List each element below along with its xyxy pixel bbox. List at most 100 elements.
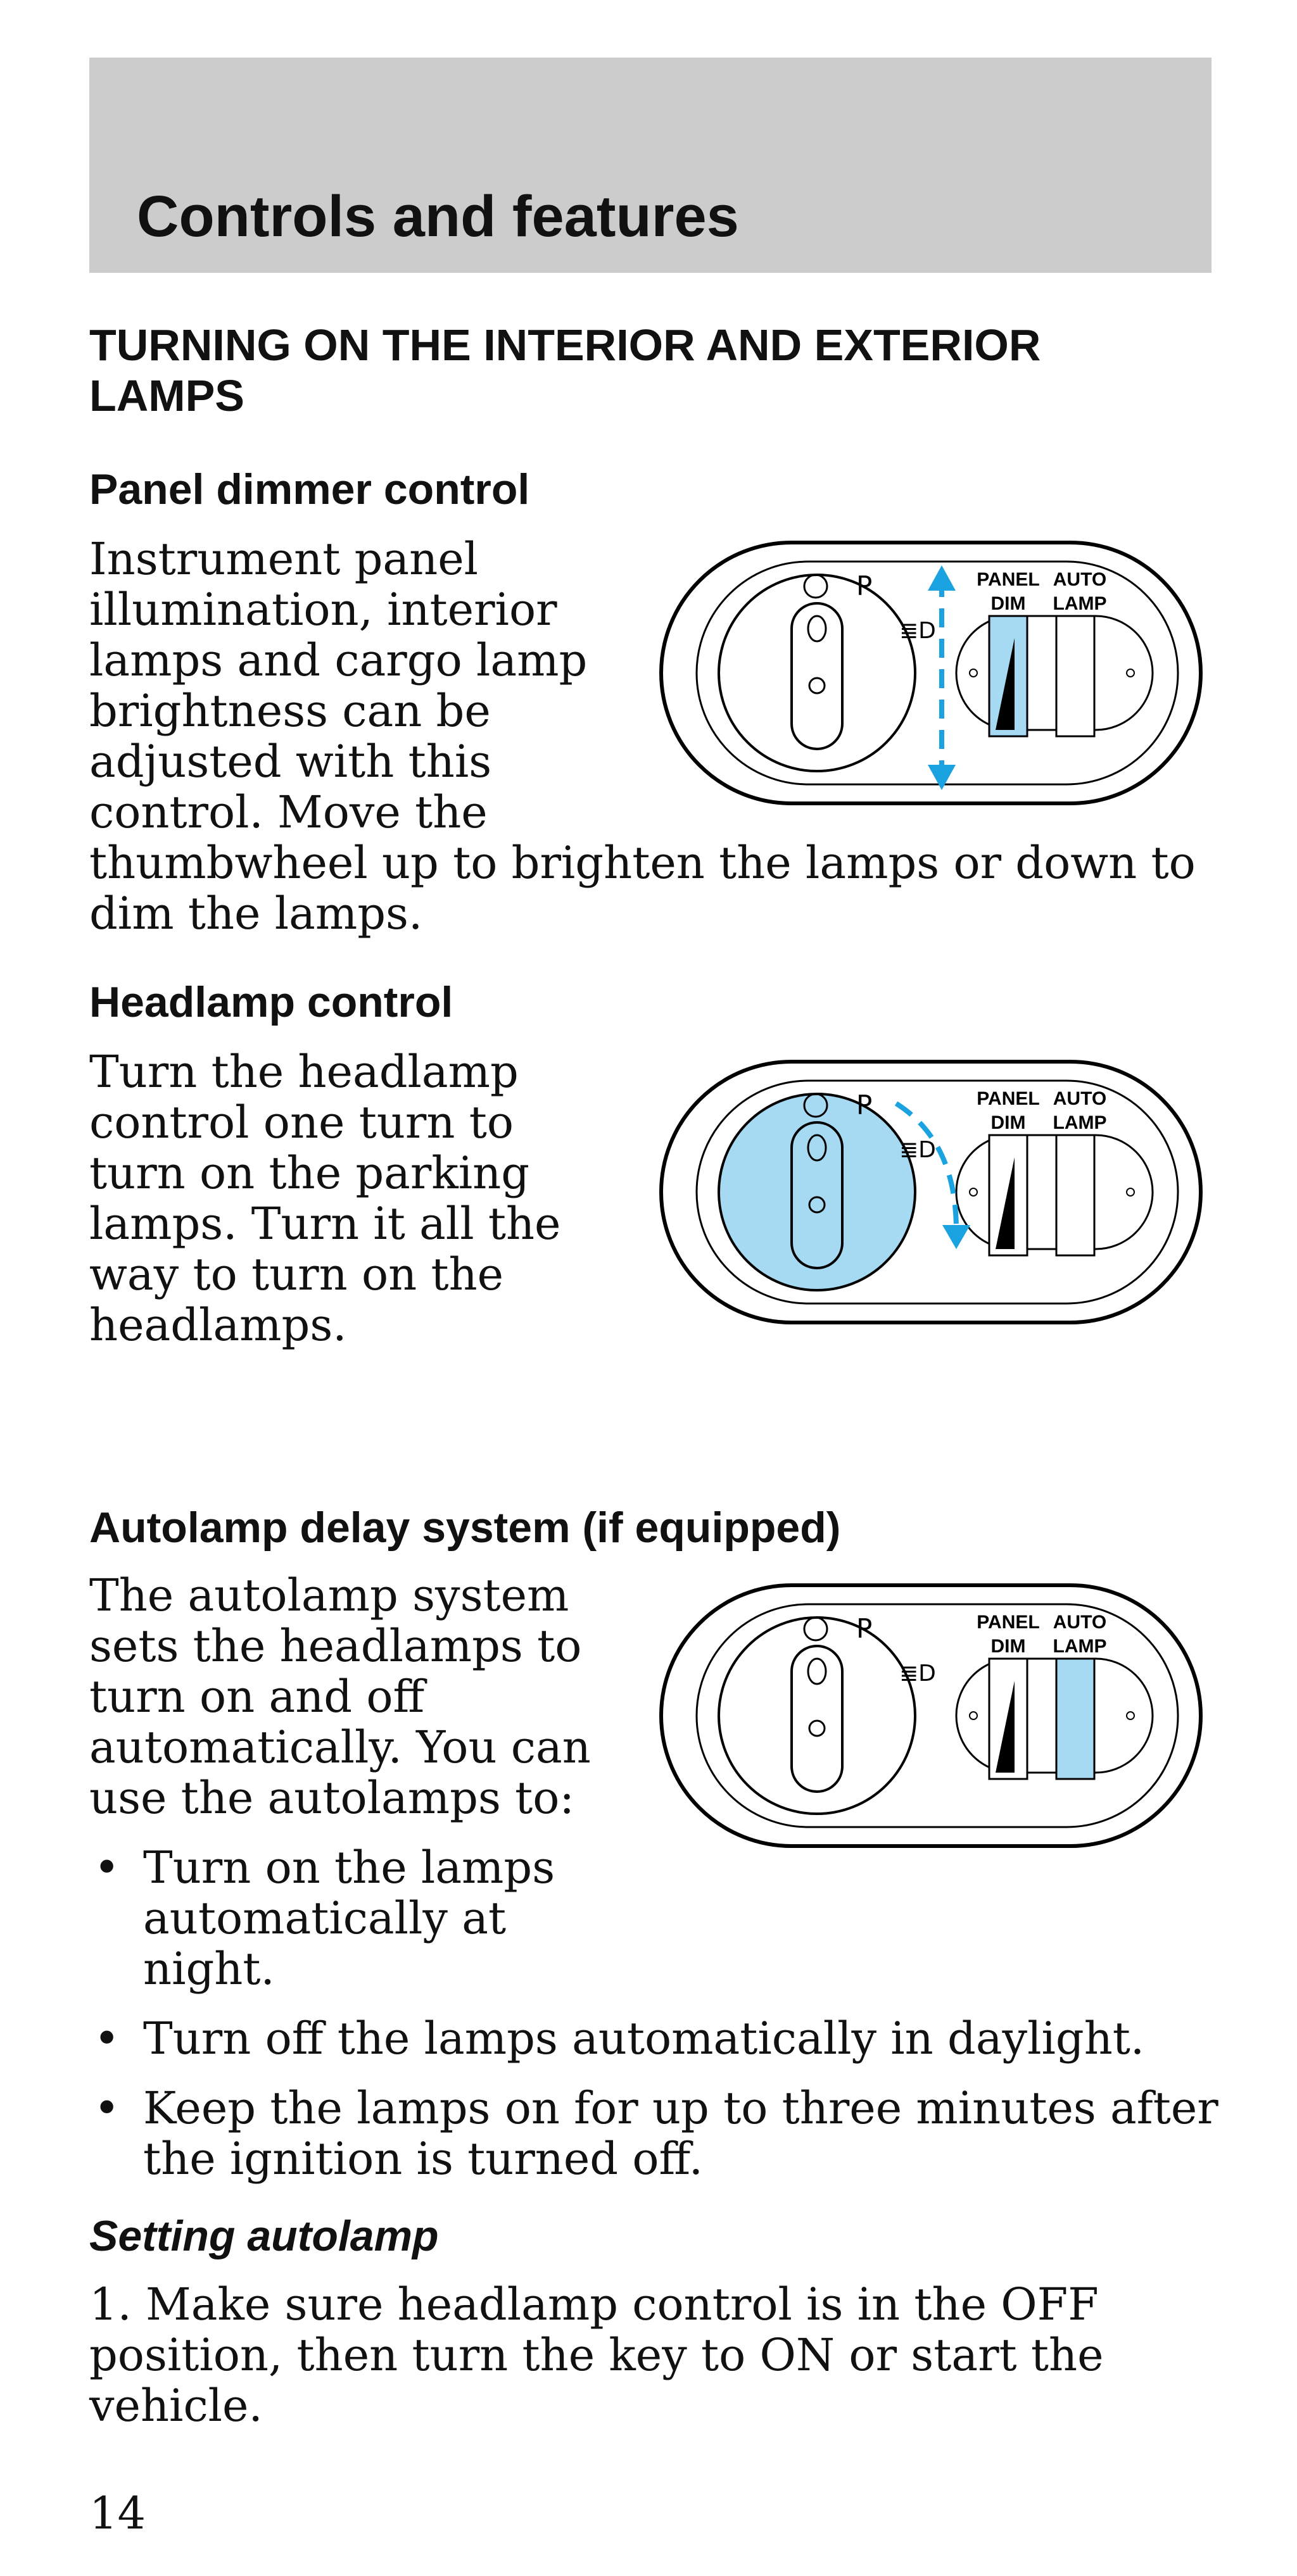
list-item: Keep the lamps on for up to three minute… (143, 2083, 1218, 2184)
text-line: thumbwheel up to brighten the lamps or d… (89, 837, 1196, 889)
lamp-label: LAMP (1053, 1636, 1107, 1657)
autolamp-max-dot (1126, 1711, 1135, 1720)
panel-dim-ramp (996, 638, 1015, 730)
knob-grip (790, 1121, 844, 1269)
autolamp-heading: Autolamp delay system (if equipped) (89, 1504, 841, 1552)
headlamp-icon: ≣D (899, 618, 936, 644)
text-line: lamps. Turn it all the (89, 1198, 561, 1250)
bullet-icon: • (94, 2082, 120, 2134)
parking-lamp-icon: P (856, 1613, 872, 1644)
dimmer-min-dot (969, 1711, 978, 1720)
auto-label: AUTO (1053, 569, 1106, 590)
dimmer-min-dot (969, 669, 978, 677)
rotate-arrow-icon (942, 1225, 970, 1249)
lamp-label: LAMP (1053, 593, 1107, 614)
setting-autolamp-text: 1. Make sure headlamp control is in the … (89, 2279, 1104, 2431)
off-position-icon (803, 1616, 828, 1642)
control-bezel (695, 1603, 1179, 1828)
page-number: 14 (89, 2487, 146, 2539)
text-line: Instrument panel (89, 533, 479, 585)
section-title-line: TURNING ON THE INTERIOR AND EXTERIOR (89, 320, 1041, 370)
knob-indicator (807, 1134, 827, 1162)
text-line: control one turn to (89, 1096, 514, 1148)
panel-dimmer-diagram: P ≣D PANEL DIM AUTO LAMP (659, 541, 1203, 805)
headlamp-heading: Headlamp control (89, 978, 453, 1026)
rotate-arrow-line (894, 1101, 959, 1231)
text-line: brightness can be (89, 685, 491, 737)
knob-grip (790, 1645, 844, 1793)
text-line: Turn the headlamp (89, 1046, 519, 1098)
panel-dimmer-heading: Panel dimmer control (89, 465, 530, 513)
panel-label: PANEL (977, 569, 1039, 590)
text-line: turn on and off (89, 1671, 425, 1723)
auto-label: AUTO (1053, 1612, 1106, 1633)
thumbwheel-housing (955, 1657, 1154, 1774)
off-position-icon (803, 1093, 828, 1118)
panel-dimmer-text: Instrument panel illumination, interior … (89, 534, 1196, 939)
text-line: way to turn on the (89, 1248, 504, 1300)
text-line: turn on the parking (89, 1147, 530, 1199)
interior-lamp-icon (808, 677, 826, 694)
knob-indicator (807, 1657, 827, 1685)
headlamp-text: Turn the headlamp control one turn to tu… (89, 1046, 560, 1350)
text-line: 1. Make sure headlamp control is in the … (89, 2278, 1099, 2330)
knob-grip (790, 602, 844, 750)
autolamp-text: The autolamp system sets the headlamps t… (89, 1570, 591, 1823)
setting-autolamp-heading: Setting autolamp (89, 2212, 439, 2260)
headlamp-icon: ≣D (899, 1661, 936, 1687)
dimmer-min-dot (969, 1188, 978, 1197)
interior-lamp-icon (808, 1196, 826, 1214)
text-line: the ignition is turned off. (143, 2133, 703, 2185)
text-line: Keep the lamps on for up to three minute… (143, 2082, 1218, 2134)
bullet-icon: • (94, 2013, 120, 2064)
text-line: control. Move the (89, 786, 488, 838)
headlamp-diagram: P ≣D PANEL DIM AUTO LAMP (659, 1060, 1203, 1324)
section-title: TURNING ON THE INTERIOR AND EXTERIOR LAM… (89, 320, 1041, 421)
text-line: headlamps. (89, 1299, 347, 1351)
autolamp-thumbwheel (1055, 615, 1096, 738)
dim-label: DIM (991, 593, 1026, 614)
dim-label: DIM (991, 1636, 1026, 1657)
list-item: Turn on the lamps automatically at night… (143, 1842, 555, 1994)
headlamp-icon: ≣D (899, 1137, 936, 1163)
control-bezel (695, 1079, 1179, 1305)
panel-label: PANEL (977, 1612, 1039, 1633)
panel-dim-ramp (996, 1157, 1015, 1249)
text-line: lamps and cargo lamp (89, 634, 588, 686)
control-bezel (695, 560, 1179, 786)
autolamp-max-dot (1126, 1188, 1135, 1197)
brighten-arrow-icon (928, 565, 956, 591)
knob-indicator (807, 615, 827, 643)
text-line: position, then turn the key to ON or sta… (89, 2329, 1104, 2381)
bullet-icon: • (94, 1842, 120, 1894)
parking-lamp-icon: P (856, 570, 872, 601)
autolamp-diagram: P ≣D PANEL DIM AUTO LAMP (659, 1583, 1203, 1848)
off-position-icon (803, 574, 828, 599)
text-line: vehicle. (89, 2380, 263, 2432)
text-line: automatically at (143, 1892, 507, 1944)
text-line: dim the lamps. (89, 888, 423, 939)
page-title: Controls and features (137, 184, 739, 249)
autolamp-max-dot (1126, 669, 1135, 677)
text-line: adjusted with this (89, 736, 492, 788)
text-line: Turn on the lamps (143, 1842, 555, 1894)
text-line: illumination, interior (89, 584, 557, 636)
thumbwheel-housing (955, 1134, 1154, 1250)
thumbwheel-housing (955, 615, 1154, 731)
header-band: Controls and features (89, 58, 1212, 273)
text-line: The autolamp system (89, 1569, 569, 1621)
text-line: night. (143, 1943, 275, 1995)
list-item: Turn off the lamps automatically in dayl… (143, 2013, 1144, 2064)
autolamp-thumbwheel (1055, 1657, 1096, 1780)
text-line: sets the headlamps to (89, 1620, 582, 1672)
autolamp-thumbwheel (1055, 1134, 1096, 1257)
dim-label: DIM (991, 1112, 1026, 1133)
panel-dim-ramp (996, 1681, 1015, 1773)
lamp-label: LAMP (1053, 1112, 1107, 1133)
parking-lamp-icon: P (856, 1090, 872, 1121)
text-line: Turn off the lamps automatically in dayl… (143, 2013, 1145, 2064)
auto-label: AUTO (1053, 1088, 1106, 1109)
dim-arrow-icon (928, 765, 956, 790)
text-line: automatically. You can (89, 1721, 591, 1773)
section-title-line: LAMPS (89, 371, 244, 420)
